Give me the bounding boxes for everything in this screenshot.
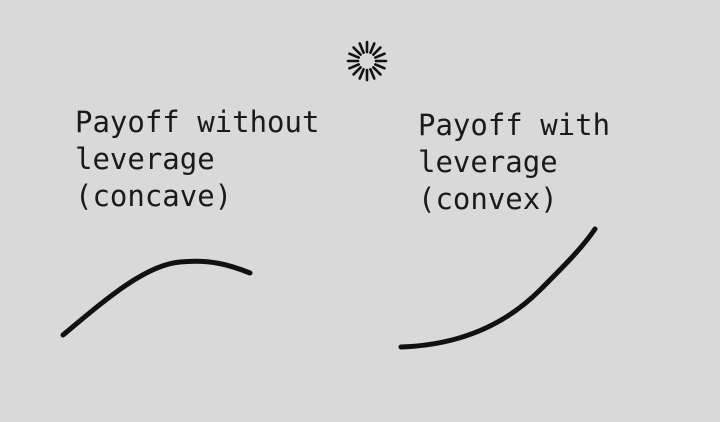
- spinner-tick: [369, 68, 376, 80]
- concave-payoff-curve: [60, 258, 253, 338]
- spinner-tick: [352, 46, 362, 56]
- spinner-tick: [348, 52, 360, 59]
- label-left-line-3: (concave): [75, 179, 233, 213]
- spinner-tick: [352, 66, 362, 76]
- spinner-tick: [372, 46, 382, 56]
- spinner-tick: [372, 66, 382, 76]
- spinner-tick: [348, 63, 360, 70]
- label-right-line-3: (convex): [418, 182, 558, 216]
- label-payoff-without-leverage: Payoff without leverage (concave): [75, 104, 319, 215]
- spinner-tick: [358, 68, 365, 80]
- loading-spinner-icon: [346, 40, 388, 82]
- spinner-tick: [374, 52, 386, 59]
- label-right-line-1: Payoff with: [418, 108, 611, 142]
- label-left-line-2: leverage: [75, 142, 215, 176]
- spinner-tick: [374, 63, 386, 70]
- spinner-tick: [358, 42, 365, 54]
- spinner-tick: [369, 42, 376, 54]
- label-left-line-1: Payoff without: [75, 105, 320, 139]
- label-payoff-with-leverage: Payoff with leverage (convex): [418, 107, 610, 218]
- convex-payoff-curve: [398, 226, 598, 350]
- label-right-line-2: leverage: [418, 145, 558, 179]
